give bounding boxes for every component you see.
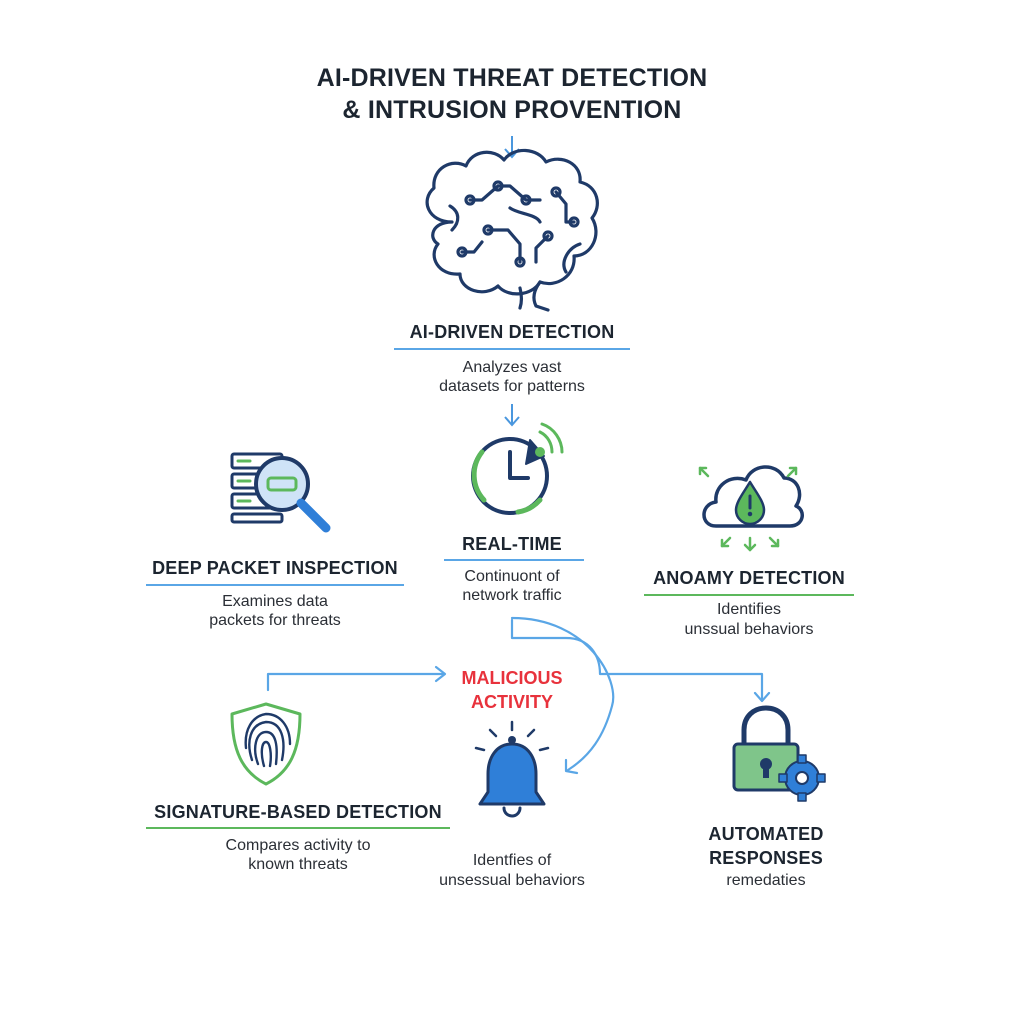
anomaly-heading: ANOAMY DETECTION (653, 568, 845, 588)
bell-desc-line2: unsessual behaviors (439, 872, 585, 889)
bell-desc-line1: Identﬁes of (472, 852, 552, 869)
anomaly-rule (644, 594, 854, 596)
realtime-heading: REAL-TIME (462, 534, 562, 554)
anomaly-desc-line1: Identifies (716, 601, 782, 618)
automated-desc-line1: remedaties (726, 872, 806, 889)
realtime-desc-line1: Continuont of (464, 568, 560, 585)
anomaly-desc-line2: unssual behaviors (684, 621, 814, 638)
arc-realtime-to-bell (510, 616, 615, 772)
fingerprint-shield-icon (230, 702, 302, 786)
malicious-activity-line1: MALICIOUS (461, 668, 563, 688)
automated-heading-line2: RESPONSES (709, 848, 823, 868)
signature-heading: SIGNATURE-BASED DETECTION (154, 802, 442, 822)
cloud-alert-icon (698, 465, 804, 552)
deep-packet-rule (146, 584, 404, 586)
arrow-signature-to-malicious (266, 672, 446, 692)
malicious-activity-line2: ACTIVITY (470, 692, 553, 712)
realtime-desc-line2: network traffic (462, 587, 562, 604)
deep-packet-desc-line1: Examines data (222, 593, 328, 610)
diagram-title-line2: & INTRUSION PROVENTION (342, 96, 682, 124)
brain-circuit-icon (425, 148, 599, 312)
realtime-rule (444, 559, 584, 561)
ai-detection-heading: AI-DRIVEN DETECTION (409, 322, 615, 342)
signature-desc-line2: known threats (248, 856, 348, 873)
diagram-title-line1: AI-DRIVEN THREAT DETECTION (316, 64, 708, 92)
ai-detection-desc-line2: datasets for patterns (439, 378, 585, 395)
automated-heading-line1: AUTOMATED (708, 824, 824, 844)
signature-desc-line1: Compares activity to (225, 837, 371, 854)
bell-alert-icon (474, 720, 550, 818)
deep-packet-heading: DEEP PACKET INSPECTION (152, 558, 398, 578)
ai-detection-desc-line1: Analyzes vast (462, 359, 562, 376)
lock-gear-icon (732, 705, 826, 802)
arrow-ai-to-realtime (504, 404, 520, 427)
deep-packet-desc-line2: packets for threats (209, 612, 341, 629)
magnifier-server-icon (230, 452, 331, 533)
ai-detection-rule (394, 348, 630, 350)
connector-lines (266, 616, 771, 775)
clock-radar-icon (471, 422, 564, 515)
signature-rule (146, 827, 450, 829)
